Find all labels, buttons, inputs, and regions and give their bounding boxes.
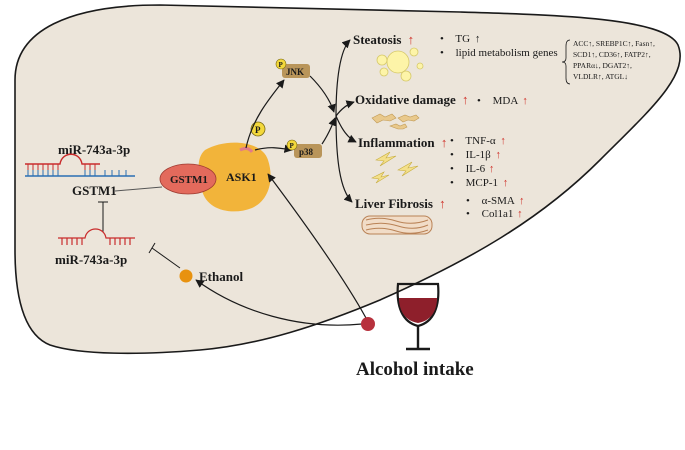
svg-text:• IL-1β ↑: • IL-1β ↑ [450, 149, 501, 161]
gene-list: ACC↑, SREBP1C↑, Fasn↑, SCD1↑, CD36↑, FAT… [573, 39, 655, 81]
arrow-to-oxidative [335, 100, 355, 117]
ask1-site [239, 146, 254, 153]
mirna-single [58, 228, 135, 245]
gstm1-protein-label: GSTM1 [170, 174, 208, 186]
liver-outline [14, 4, 681, 355]
arrow-to-inflammation [335, 115, 357, 143]
svg-text:• Col1a1 ↑: • Col1a1 ↑ [466, 208, 523, 220]
jnk-label: JNK [286, 67, 304, 77]
arrow-ask1-p38 [254, 144, 293, 153]
ask1-phospho-label: P [255, 125, 261, 135]
ask1-protein [198, 142, 271, 212]
gene-to-protein-line [114, 186, 163, 192]
inflammation-icon [371, 151, 419, 184]
wine-glass-icon [396, 282, 440, 351]
arrow-to-steatosis [335, 39, 351, 117]
ethanol-dot [179, 269, 193, 283]
arrow-jnk-junction [309, 75, 336, 113]
gstm1-gene-label: GSTM1 [72, 183, 117, 198]
oxidative-marker-mda: • MDA ↑ [477, 95, 528, 107]
arrow-p38-junction [321, 117, 337, 145]
svg-text:VLDLR↑, ATGL↓: VLDLR↑, ATGL↓ [573, 72, 628, 81]
arrow-alcohol-ask1 [267, 173, 367, 319]
mirna-duplex [25, 153, 135, 177]
steatosis-title: Steatosis ↑ [353, 32, 414, 47]
ask1-label: ASK1 [226, 170, 257, 184]
inhibition-ethanol-mir [148, 242, 181, 269]
svg-text:• IL-6 ↑: • IL-6 ↑ [450, 163, 494, 175]
jnk-box [282, 64, 310, 78]
oxidative-icon [371, 113, 420, 130]
arrow-to-fibrosis [335, 115, 353, 203]
p38-phospho-label: P [290, 142, 295, 150]
svg-text:• TNF-α ↑: • TNF-α ↑ [450, 135, 506, 147]
p38-label: p38 [299, 147, 314, 157]
steatosis-marker-tg: • TG ↑ [440, 33, 480, 45]
inhibition-mir-gstm1 [98, 201, 108, 232]
alcohol-intake-label: Alcohol intake [356, 359, 474, 380]
ask1-phospho [250, 121, 266, 137]
jnk-phospho-label: P [279, 61, 284, 69]
jnk-phospho [275, 58, 287, 70]
svg-text:ACC↑, SREBP1C↑, Fasn↑,: ACC↑, SREBP1C↑, Fasn↑, [573, 39, 655, 48]
ethanol-label: Ethanol [199, 269, 243, 284]
p38-phospho [286, 139, 298, 151]
fibrosis-title: Liver Fibrosis ↑ [355, 196, 446, 211]
inflammation-markers: • TNF-α ↑ • IL-1β ↑ • IL-6 ↑ • MCP-1 ↑ [450, 135, 508, 189]
arrow-alcohol-ethanol [195, 279, 363, 326]
mir-label-top: miR-743a-3p [58, 142, 130, 157]
svg-text:PPARα↓, DGAT2↑,: PPARα↓, DGAT2↑, [573, 61, 632, 70]
fibrosis-icon [361, 215, 433, 235]
gstm1-protein [159, 163, 217, 195]
oxidative-title: Oxidative damage ↑ [355, 92, 469, 107]
steatosis-marker-genes: • lipid metabolism genes [440, 47, 558, 59]
arrow-ask1-jnk [245, 79, 285, 149]
inflammation-title: Inflammation ↑ [358, 135, 447, 150]
gene-brace [561, 39, 571, 85]
steatosis-lipid-droplets [376, 47, 424, 82]
mir-label-bottom: miR-743a-3p [55, 252, 127, 267]
svg-text:• MCP-1 ↑: • MCP-1 ↑ [450, 177, 508, 189]
p38-box [294, 144, 322, 158]
svg-text:• α-SMA ↑: • α-SMA ↑ [466, 195, 525, 207]
svg-text:SCD1↑, CD36↑, FATP2↑,: SCD1↑, CD36↑, FATP2↑, [573, 50, 651, 59]
fibrosis-markers: • α-SMA ↑ • Col1a1 ↑ [466, 195, 525, 220]
alcohol-dot [361, 317, 375, 331]
